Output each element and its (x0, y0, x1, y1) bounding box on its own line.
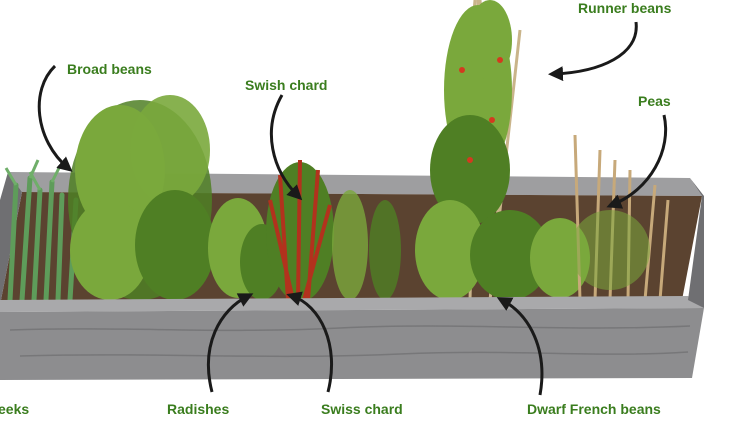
label-runner-beans: Runner beans (578, 0, 672, 16)
label-dwarf-french-beans: Dwarf French beans (527, 401, 661, 417)
arrow-broad-beans (37, 64, 73, 172)
label-leeks: eeks (0, 401, 30, 417)
bed-front-rim (0, 296, 704, 312)
label-swish-chard: Swish chard (245, 77, 328, 93)
arrow-swiss-chard (286, 291, 333, 393)
label-peas: Peas (638, 93, 671, 109)
label-swiss-chard: Swiss chard (321, 401, 403, 417)
arrow-dwarf-french-beans (496, 297, 544, 396)
runner-beans-plants (430, 0, 522, 301)
seedlings (332, 190, 401, 300)
bed-right-wall (688, 178, 704, 308)
label-arrows (37, 21, 668, 396)
arrow-runner-beans (548, 21, 638, 82)
broad-beans-plants (68, 95, 215, 300)
arrow-radishes (206, 293, 254, 393)
peas-plants (570, 134, 670, 301)
label-radishes: Radishes (167, 401, 230, 417)
arrow-swish-chard (269, 94, 303, 201)
wood-grain (9, 325, 691, 358)
swiss-chard-plants (266, 159, 334, 302)
dwarf-french-beans-plants (415, 200, 590, 300)
bed-front-wall (0, 308, 704, 380)
label-broad-beans: Broad beans (67, 61, 152, 77)
leeks-plants (4, 159, 79, 303)
arrow-peas (606, 114, 668, 209)
